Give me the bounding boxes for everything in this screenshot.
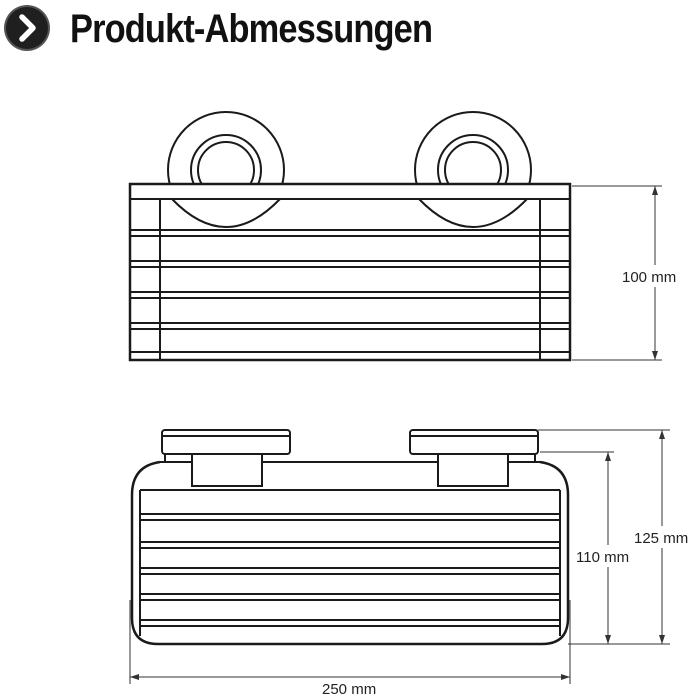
top-view <box>130 429 570 646</box>
dimension-depth-total-label: 125 mm <box>634 530 688 547</box>
dimension-width-label: 250 mm <box>322 681 376 698</box>
dimension-depth-basket-label: 110 mm <box>576 549 629 566</box>
dimension-height-label: 100 mm <box>622 269 676 286</box>
chevron-right-icon[interactable] <box>6 7 48 49</box>
page-title: Produkt-Abmessungen <box>70 7 433 51</box>
front-view <box>128 111 572 362</box>
header: Produkt-Abmessungen <box>0 0 700 60</box>
